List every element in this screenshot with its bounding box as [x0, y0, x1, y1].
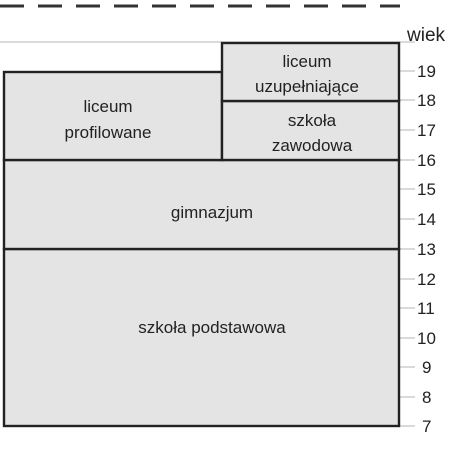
box-gimnazjum: gimnazjum	[2, 158, 401, 251]
box-liceum-profilowane-label-2: profilowane	[65, 123, 152, 142]
age-tick-13: 13	[417, 240, 436, 259]
age-tick-8: 8	[422, 388, 431, 407]
age-tick-18: 18	[417, 91, 436, 110]
age-tick-9: 9	[422, 358, 431, 377]
box-liceum-uzupelniajace-label-2: uzupełniające	[255, 77, 359, 96]
box-szkola-zawodowa-label-2: zawodowa	[272, 136, 353, 155]
box-szkola-podstawowa: szkoła podstawowa	[2, 247, 401, 428]
box-liceum-profilowane: liceum profilowane	[2, 70, 224, 162]
age-axis-title: wiek	[406, 25, 446, 46]
age-tick-12: 12	[417, 270, 436, 289]
age-tick-14: 14	[417, 210, 436, 229]
box-szkola-zawodowa-label-1: szkoła	[288, 111, 337, 130]
box-liceum-uzupelniajace-label-1: liceum	[282, 52, 331, 71]
box-liceum-profilowane-label-1: liceum	[83, 97, 132, 116]
age-tick-17: 17	[417, 121, 436, 140]
age-tick-10: 10	[417, 329, 436, 348]
age-tick-16: 16	[417, 151, 436, 170]
box-liceum-uzupelniajace: liceum uzupełniające	[220, 41, 401, 103]
age-ticks: 19 18 17 16 15 14 13 12 11 10 9 8 7	[417, 62, 436, 436]
age-tick-19: 19	[417, 62, 436, 81]
age-tick-11: 11	[417, 299, 435, 318]
age-tick-7: 7	[422, 417, 431, 436]
age-tick-15: 15	[417, 180, 436, 199]
box-gimnazjum-label: gimnazjum	[171, 203, 253, 222]
box-szkola-zawodowa: szkoła zawodowa	[220, 99, 401, 162]
box-szkola-podstawowa-label: szkoła podstawowa	[138, 318, 286, 337]
